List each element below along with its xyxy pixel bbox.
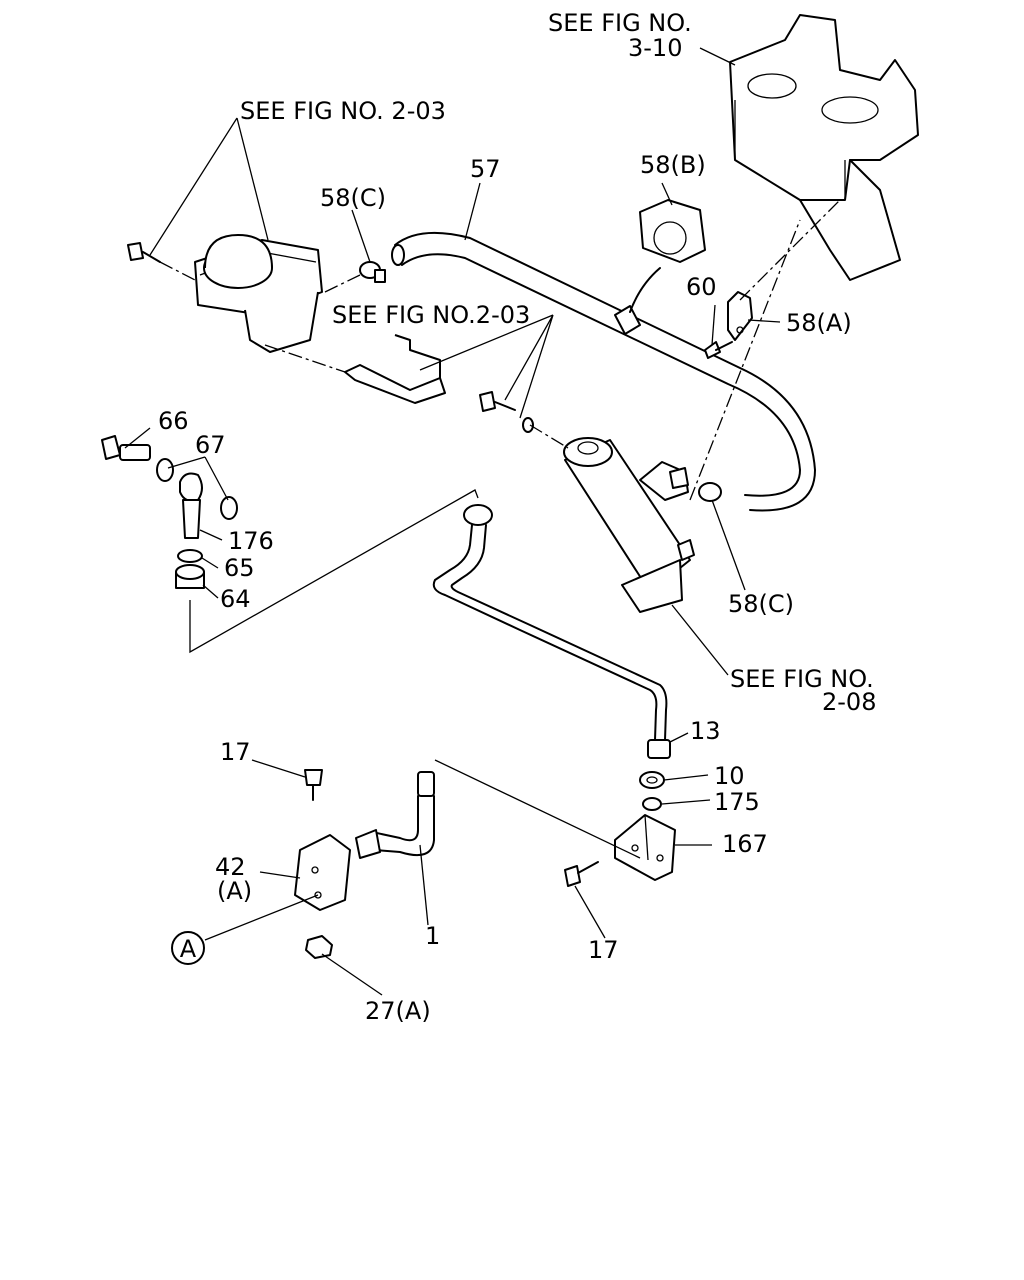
label-part-176: 176 [228, 527, 274, 555]
clamp-58b [629, 199, 706, 313]
label-part-17-left: 17 [220, 738, 251, 766]
reference-marker-a: A [171, 931, 205, 965]
hose-57 [391, 231, 816, 512]
bracket-3-10 [729, 14, 919, 281]
bracket-167 [614, 814, 676, 881]
label-part-58a: 58(A) [786, 309, 852, 337]
label-part-65: 65 [224, 554, 255, 582]
washer-10 [639, 771, 665, 789]
clamp-58a [727, 291, 753, 341]
label-part-58c-low: 58(C) [728, 590, 794, 618]
label-part-13: 13 [690, 717, 721, 745]
pipe-13 [432, 504, 671, 759]
label-part-58b: 58(B) [640, 151, 706, 179]
tank-bracket [344, 334, 446, 404]
nut-27a [305, 935, 333, 959]
cylinder-bolt [479, 391, 569, 449]
screw-60 [704, 341, 733, 359]
bolt-17-right [564, 861, 599, 887]
clamp-58c-top [324, 261, 386, 293]
leader-lines [124, 47, 841, 996]
label-see-fig-2-08-line1: SEE FIG NO. [730, 665, 874, 693]
label-part-42: 42 [215, 853, 246, 881]
banjo-fitting-group [101, 435, 479, 654]
tank-bolt [127, 242, 196, 281]
marker-a-label: A [180, 935, 197, 963]
hose-1 [355, 771, 435, 859]
clamp-58c-low [669, 467, 722, 502]
bolt-17-left [304, 769, 323, 801]
label-part-167: 167 [722, 830, 768, 858]
label-part-1: 1 [425, 922, 440, 950]
master-cylinder [563, 437, 695, 613]
label-part-58c-top: 58(C) [320, 184, 386, 212]
label-see-fig-3-10-line2: 3-10 [628, 34, 682, 62]
label-part-60: 60 [686, 273, 717, 301]
label-see-fig-2-03-mid: SEE FIG NO.2-03 [332, 301, 530, 329]
reservoir-tank [194, 234, 346, 373]
label-part-17-right: 17 [588, 936, 619, 964]
label-part-64: 64 [220, 585, 251, 613]
label-part-67: 67 [195, 431, 226, 459]
label-part-57: 57 [470, 155, 501, 183]
label-see-fig-2-03-top: SEE FIG NO. 2-03 [240, 97, 446, 125]
label-part-42-sub: (A) [217, 877, 252, 905]
callout-labels: SEE FIG NO. 3-10 SEE FIG NO. 2-03 57 58(… [158, 9, 876, 1025]
label-part-27a: 27(A) [365, 997, 431, 1025]
bracket-42a [294, 834, 351, 911]
label-part-175: 175 [714, 788, 760, 816]
label-part-66: 66 [158, 407, 189, 435]
label-see-fig-3-10-line1: SEE FIG NO. [548, 9, 692, 37]
label-part-10: 10 [714, 762, 745, 790]
label-see-fig-2-08-line2: 2-08 [822, 688, 876, 716]
washer-175 [642, 797, 662, 811]
